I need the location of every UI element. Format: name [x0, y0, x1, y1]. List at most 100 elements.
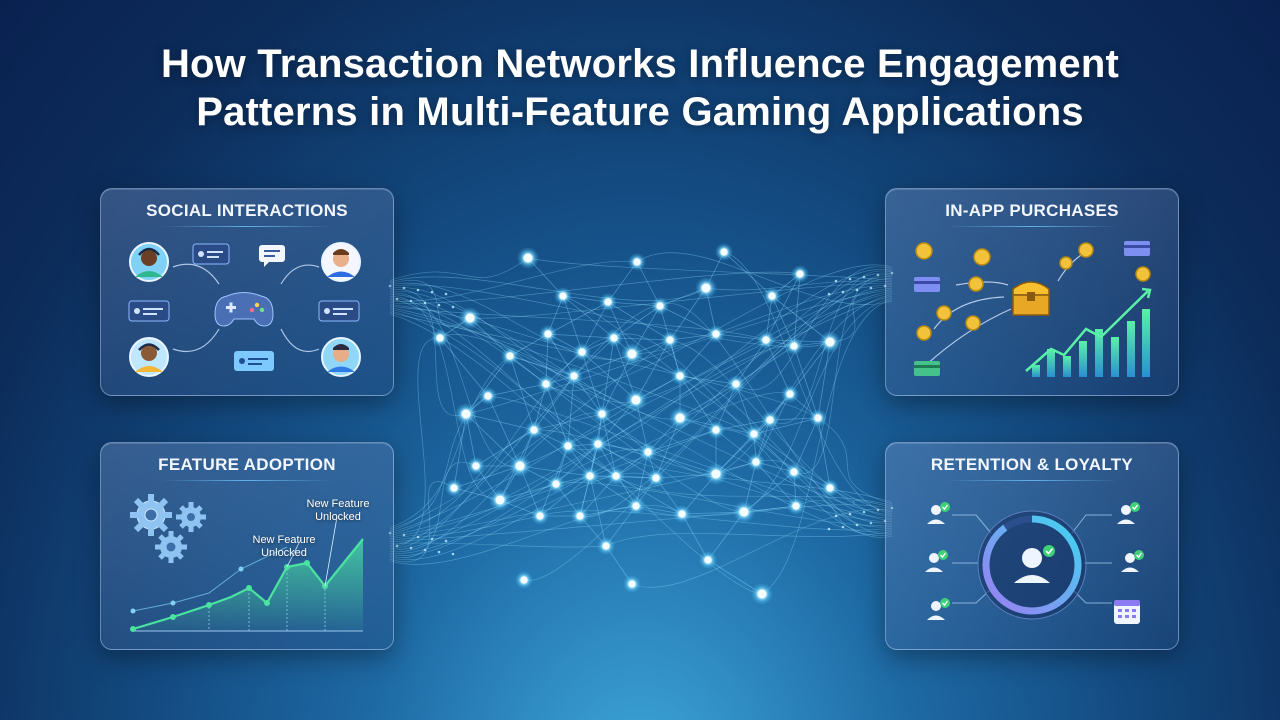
network-fiber — [615, 475, 893, 506]
panel-divider — [946, 480, 1118, 481]
network-node — [559, 292, 567, 300]
network-node — [604, 298, 612, 306]
network-fiber — [636, 252, 893, 306]
new-feature-line-2: New Feature Unlocked — [306, 498, 370, 523]
chat-bubble-icon — [318, 300, 360, 322]
network-edge — [755, 461, 797, 507]
network-fiber — [389, 412, 603, 552]
fiber-spark — [855, 288, 859, 292]
treasure-chest-icon — [1012, 281, 1050, 316]
page-title-line-1: How Transaction Networks Influence Engag… — [160, 42, 1120, 86]
network-node — [552, 480, 560, 488]
network-edge — [635, 451, 649, 507]
fiber-spark — [430, 537, 434, 541]
network-edge — [555, 443, 599, 485]
network-node — [768, 292, 776, 300]
fiber-spark — [827, 527, 831, 531]
fiber-spark — [395, 544, 399, 548]
network-node — [506, 352, 514, 360]
network-fiber — [613, 333, 893, 538]
network-fiber — [389, 312, 819, 419]
network-fiber — [389, 257, 529, 281]
network-edge — [607, 301, 671, 341]
fiber-spark — [423, 548, 427, 552]
network-node — [790, 468, 798, 476]
social-interactions-title: SOCIAL INTERACTIONS — [146, 201, 348, 220]
network-fiber — [389, 294, 717, 475]
network-fiber — [705, 280, 893, 291]
network-fiber — [817, 417, 893, 505]
network-fiber — [389, 291, 681, 420]
network-node — [814, 414, 822, 422]
network-fiber — [669, 339, 893, 518]
new-feature-line-1: New Feature Unlocked — [252, 534, 316, 559]
network-edge — [533, 375, 575, 431]
chat-bubble-icon — [259, 245, 285, 267]
network-edge — [539, 475, 591, 517]
avatar-icon — [129, 242, 169, 282]
network-fiber — [389, 337, 441, 547]
network-fiber — [389, 483, 557, 538]
panel-divider — [161, 226, 333, 227]
fiber-spark — [451, 552, 455, 556]
network-node — [656, 302, 664, 310]
network-node — [792, 502, 800, 510]
network-node — [790, 342, 798, 350]
network-node — [826, 484, 834, 492]
network-edge — [579, 505, 637, 517]
network-edge — [519, 465, 591, 477]
network-edge — [679, 375, 737, 385]
network-node — [520, 576, 528, 584]
network-fiber — [679, 375, 893, 521]
fiber-spark — [841, 525, 845, 529]
feature-illustration — [130, 494, 364, 632]
network-edge — [647, 429, 717, 453]
network-edge — [771, 295, 795, 347]
network-node — [450, 484, 458, 492]
network-edge — [753, 417, 819, 435]
network-edge — [723, 251, 773, 297]
network-node — [757, 589, 767, 599]
network-fiber — [605, 530, 893, 547]
network-node — [632, 502, 640, 510]
fiber-spark — [416, 535, 420, 539]
network-fiber — [519, 292, 893, 467]
network-fiber — [389, 355, 511, 528]
network-fiber — [389, 271, 801, 304]
network-node — [762, 336, 770, 344]
network-edge — [509, 355, 575, 377]
network-fiber — [389, 305, 767, 341]
network-edge — [659, 305, 717, 335]
fiber-spark — [862, 275, 866, 279]
network-edge — [562, 295, 583, 353]
network-node — [711, 469, 721, 479]
network-fiber — [389, 375, 681, 533]
fiber-spark — [423, 301, 427, 305]
network-node — [786, 390, 794, 398]
network-fiber — [735, 266, 893, 391]
network-fiber — [562, 295, 893, 513]
network-edge — [573, 337, 615, 377]
network-edge — [771, 295, 831, 343]
network-edge — [793, 417, 819, 473]
in-app-purchases-title: IN-APP PURCHASES — [945, 201, 1119, 220]
network-edge — [679, 333, 717, 377]
network-fiber — [761, 299, 893, 595]
fiber-spark — [451, 305, 455, 309]
network-edge — [547, 333, 615, 339]
new-feature-annotation: New Feature Unlocked — [293, 498, 383, 524]
network-node — [436, 334, 444, 342]
network-edge — [613, 337, 671, 341]
network-node — [750, 430, 758, 438]
network-edge — [589, 475, 637, 507]
network-fibers — [388, 251, 894, 595]
network-fiber — [715, 294, 893, 475]
network-fiber — [389, 310, 599, 445]
gear-icon — [155, 531, 187, 563]
fiber-spark — [437, 303, 441, 307]
network-fiber — [539, 510, 893, 531]
network-fiber — [829, 286, 893, 343]
network-fiber — [523, 278, 893, 581]
new-feature-annotation: New Feature Unlocked — [239, 534, 329, 560]
fiber-spark — [841, 290, 845, 294]
